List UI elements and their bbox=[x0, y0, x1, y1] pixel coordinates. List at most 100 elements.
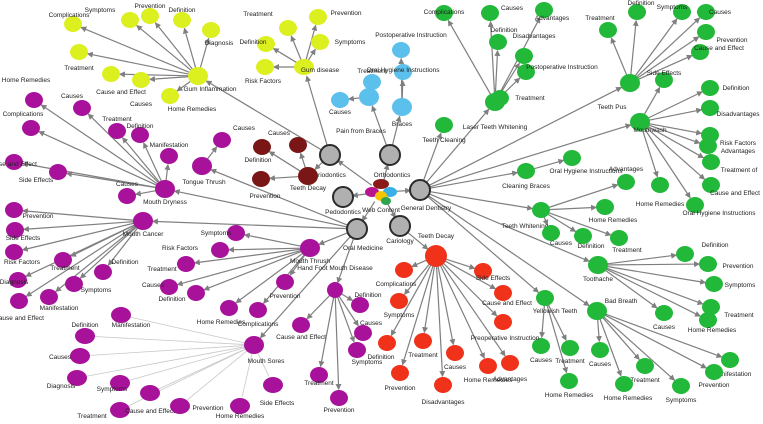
toothache-treatment-node[interactable] bbox=[702, 299, 720, 315]
mouth-thrush-causes-node[interactable] bbox=[160, 279, 178, 295]
laser-whitening-causes-node[interactable] bbox=[481, 5, 499, 21]
mouth-cancer-symptoms-node[interactable] bbox=[65, 276, 83, 292]
toothache-node[interactable] bbox=[588, 256, 608, 274]
teeth-decay-complications-node[interactable] bbox=[395, 262, 413, 278]
hand-foot-treatment-node[interactable] bbox=[310, 367, 328, 383]
teeth-whitening-home-remedies-node[interactable] bbox=[596, 199, 614, 215]
mouth-sores-manifestation-node[interactable] bbox=[111, 307, 131, 323]
mouth-dryness-node[interactable] bbox=[155, 180, 175, 198]
mouthwash-oral-hygiene-node[interactable] bbox=[686, 197, 704, 213]
pain-from-braces-node[interactable] bbox=[359, 88, 379, 106]
mouth-dryness-definition-node[interactable] bbox=[131, 127, 149, 143]
mouthwash-side-effects-node[interactable] bbox=[655, 72, 673, 88]
mouth-cancer-cause-effect-node[interactable] bbox=[10, 293, 28, 309]
braces-postoperative-node[interactable] bbox=[392, 42, 410, 58]
bad-breath-node[interactable] bbox=[587, 302, 607, 320]
laser-whitening-treatment-node[interactable] bbox=[491, 90, 509, 106]
bad-breath-treatment-node[interactable] bbox=[636, 358, 654, 374]
yellowish-teeth-home-remedies-node[interactable] bbox=[560, 373, 578, 389]
yellowish-teeth-node[interactable] bbox=[536, 290, 554, 306]
mouth-sores-prevention-node[interactable] bbox=[170, 398, 190, 414]
gum-disease-node[interactable] bbox=[294, 59, 314, 75]
mouthwash-home-remedies-node[interactable] bbox=[651, 177, 669, 193]
mouthwash-node[interactable] bbox=[630, 113, 650, 131]
mouth-dryness-complications-node[interactable] bbox=[22, 120, 40, 136]
mouth-dryness-cause-effect-node[interactable] bbox=[5, 154, 23, 170]
laser-whitening-postoperative-node[interactable] bbox=[517, 64, 535, 80]
toothache-symptoms-node[interactable] bbox=[705, 276, 723, 292]
gum-inflammation-definition-node[interactable] bbox=[173, 12, 191, 28]
cariology-hub[interactable] bbox=[389, 215, 411, 237]
teeth-cleaning-node[interactable] bbox=[435, 117, 453, 133]
mouth-thrush-home-remedies-node[interactable] bbox=[220, 300, 238, 316]
bad-breath-prevention-node[interactable] bbox=[705, 364, 723, 380]
mouthwash-treatment-of-node[interactable] bbox=[702, 154, 720, 170]
laser-whitening-definition-node[interactable] bbox=[489, 34, 507, 50]
gum-inflammation-treatment-node[interactable] bbox=[70, 44, 88, 60]
mouthwash-advantages-node[interactable] bbox=[699, 138, 717, 154]
mouth-sores-causes-node[interactable] bbox=[70, 348, 90, 364]
mouth-thrush-definition-node[interactable] bbox=[187, 285, 205, 301]
mouth-thrush-risk-factors-node[interactable] bbox=[211, 242, 229, 258]
gum-inflammation-node[interactable] bbox=[188, 67, 208, 85]
mouth-sores-node[interactable] bbox=[244, 336, 264, 354]
laser-whitening-complications-node[interactable] bbox=[435, 5, 453, 21]
toothache-home-remedies-node[interactable] bbox=[699, 312, 717, 328]
mouth-thrush-prevention-node[interactable] bbox=[276, 274, 294, 290]
mouth-sores-diagnosis-node[interactable] bbox=[67, 370, 87, 386]
teeth-pus-prevention-node[interactable] bbox=[697, 24, 715, 40]
tongue-thrush-node[interactable] bbox=[192, 157, 212, 175]
teeth-decay-cause-effect-node[interactable] bbox=[494, 285, 512, 301]
teeth-decay-perio-definition-node[interactable] bbox=[289, 137, 307, 153]
toothache-causes-node[interactable] bbox=[655, 305, 673, 321]
mouth-sores-home-remedies-node[interactable] bbox=[230, 398, 250, 414]
yellowish-teeth-treatment-node[interactable] bbox=[561, 340, 579, 356]
teeth-pus-causes-node[interactable] bbox=[697, 4, 715, 20]
mouthwash-cause-effect-node[interactable] bbox=[702, 177, 720, 193]
mouthwash-definition-node[interactable] bbox=[701, 80, 719, 96]
teeth-decay-advantages-node[interactable] bbox=[501, 355, 519, 371]
mouth-cancer-node[interactable] bbox=[133, 212, 153, 230]
teeth-decay-treatment-node[interactable] bbox=[414, 333, 432, 349]
laser-whitening-advantages-node[interactable] bbox=[535, 2, 553, 18]
teeth-whitening-treatment-node[interactable] bbox=[610, 230, 628, 246]
gum-inflammation-home-remedies-node[interactable] bbox=[161, 88, 179, 104]
gum-disease-risk-factors-node[interactable] bbox=[256, 59, 274, 75]
gum-inflammation-causes-node[interactable] bbox=[132, 72, 150, 88]
mouth-cancer-risk-factors-node[interactable] bbox=[5, 244, 23, 260]
orthodontics-hub[interactable] bbox=[379, 144, 401, 166]
teeth-decay-disadvantages-node[interactable] bbox=[434, 377, 452, 393]
hand-foot-prevention-node[interactable] bbox=[330, 390, 348, 406]
teeth-decay-prevention-node[interactable] bbox=[391, 365, 409, 381]
teeth-decay-side-effects-node[interactable] bbox=[474, 263, 492, 279]
mouth-thrush-treatment-node[interactable] bbox=[177, 256, 195, 272]
teeth-pus-symptoms-node[interactable] bbox=[673, 4, 691, 20]
mouth-sores-side-effects-node[interactable] bbox=[263, 377, 283, 393]
braces-node[interactable] bbox=[392, 98, 412, 116]
pedodontics-hub[interactable] bbox=[332, 186, 354, 208]
mouthwash-disadvantages-node[interactable] bbox=[701, 100, 719, 116]
teeth-pus-definition-node[interactable] bbox=[628, 4, 646, 20]
gum-inflammation-prevention-node[interactable] bbox=[141, 8, 159, 24]
hand-foot-symptoms-node[interactable] bbox=[348, 342, 366, 358]
mouth-thrush-complications-node[interactable] bbox=[249, 302, 267, 318]
laser-whitening-disadvantages-node[interactable] bbox=[515, 48, 533, 64]
teeth-decay-symptoms-node[interactable] bbox=[390, 293, 408, 309]
hand-foot-node[interactable] bbox=[327, 282, 343, 298]
mouth-dryness-manifestation-node[interactable] bbox=[160, 148, 178, 164]
tongue-thrush-causes-node[interactable] bbox=[213, 132, 231, 148]
mouth-cancer-prevention-node[interactable] bbox=[5, 202, 23, 218]
mouth-dryness-treatment-node[interactable] bbox=[108, 123, 126, 139]
toothache-prevention-node[interactable] bbox=[699, 256, 717, 272]
hand-foot-definition-node[interactable] bbox=[351, 297, 369, 313]
cleaning-braces-oral-hygiene-node[interactable] bbox=[563, 150, 581, 166]
teeth-whitening-causes-node[interactable] bbox=[542, 225, 560, 241]
mouth-cancer-diagnosis-node[interactable] bbox=[9, 272, 27, 288]
teeth-decay-home-remedies-node[interactable] bbox=[479, 358, 497, 374]
mouth-cancer-manifestation-node[interactable] bbox=[40, 289, 58, 305]
mouth-thrush-symptoms-node[interactable] bbox=[227, 225, 245, 241]
mouth-sores-symptoms-node[interactable] bbox=[110, 375, 130, 391]
gum-inflammation-diagnosis-node[interactable] bbox=[202, 22, 220, 38]
gum-inflammation-complications-node[interactable] bbox=[64, 16, 82, 32]
mouth-cancer-side-effects-node[interactable] bbox=[6, 222, 24, 238]
